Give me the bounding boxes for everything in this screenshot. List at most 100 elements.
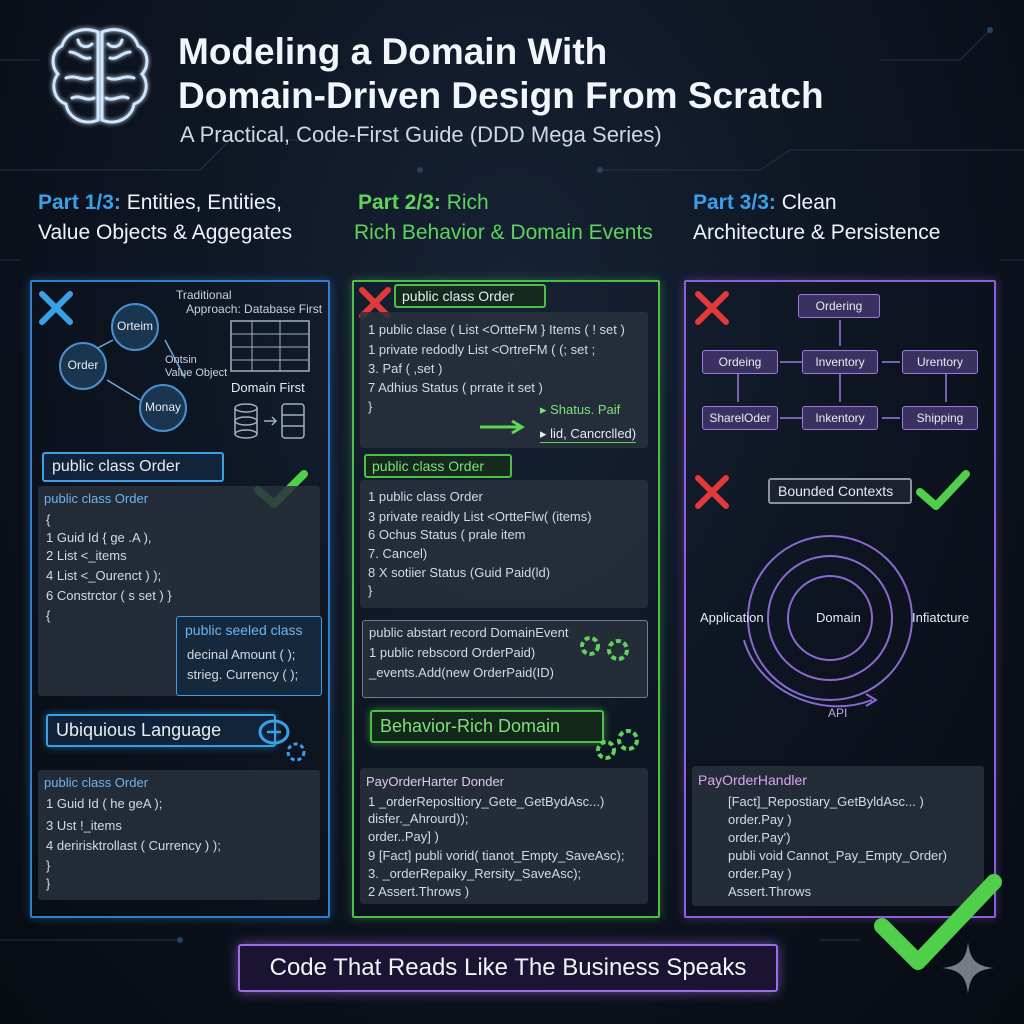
brain-icon (51, 28, 149, 124)
code-line: 7. Cancel) (368, 546, 428, 561)
context-node: SharelOder (702, 406, 778, 430)
part3-title-line2: Architecture & Persistence (693, 221, 941, 244)
code-line: 3 private reaidly List <OrtteFlw( (items… (368, 509, 592, 524)
code-line: { (46, 608, 51, 623)
cross-icon (39, 291, 73, 325)
code-line: order.Pay ) (728, 812, 792, 827)
context-node: Urentory (902, 350, 978, 374)
code-line: 1 private redodly List <OrtreFM ( (; set… (368, 342, 596, 357)
part3-code-block: PayOrderHandler [Fact]_Repostiary_GetByl… (692, 766, 984, 906)
code-line: { (46, 512, 51, 527)
code-header: public class Order (44, 491, 149, 506)
part1-code-block-2: public class Order 1 Guid Id ( he geA );… (38, 770, 320, 900)
context-node: Inkentory (802, 406, 878, 430)
code-header: public seeled class (185, 622, 303, 638)
page-title-line1: Modeling a Domain With (178, 31, 608, 72)
gears-icon (580, 636, 629, 661)
cross-icon (359, 287, 391, 319)
bounded-context-arrows (737, 320, 947, 419)
code-line: order.Pay') (728, 830, 791, 845)
part2-title-line1: Rich (446, 191, 489, 214)
bounded-contexts-label: Bounded Contexts (768, 478, 912, 504)
code-line: 2 Assert.Throws ) (368, 884, 470, 899)
context-node: Ordeing (702, 350, 778, 374)
part3-number: Part 3/3: (693, 191, 776, 214)
part2-code-block-4: PayOrderHarter Donder 1 _orderReposltior… (360, 768, 648, 904)
code-line: 8 X sotiier Status (Guid Paid(ld) (368, 565, 551, 580)
code-line: 3. Paf ( ,set ) (368, 361, 443, 376)
part1-title-line2: Value Objects & Aggegates (38, 221, 293, 244)
domain-event-cancelled: ▸ lid, Cancrclled) (540, 426, 637, 443)
value-object-label: Ontsin Value Object (165, 354, 227, 380)
code-line: [Fact]_Repostiary_GetByldAsc... ) (728, 794, 924, 809)
part2-number: Part 2/3: (358, 191, 441, 214)
code-line: 1 Guid Id ( he geA ); (46, 796, 163, 811)
arrow-right-icon (480, 419, 525, 435)
context-node: Ordering (798, 294, 880, 318)
layer-domain: Domain (816, 610, 861, 625)
code-line: Assert.Throws (728, 884, 812, 899)
cross-icon (695, 291, 729, 325)
behavior-rich-domain-label: Behavior-Rich Domain (370, 710, 604, 743)
code-line: disfer._Ahrourd)); (368, 811, 469, 826)
code-line: 6 Ochus Status ( prale item (368, 527, 526, 542)
code-line: decinal Amount ( ); (187, 647, 296, 662)
part2-class-label-middle: public class Order (364, 454, 512, 478)
code-line: 9 [Fact] publi vorid( tianot_Empty_SaveA… (368, 848, 625, 863)
onion-architecture-diagram (743, 535, 913, 708)
cross-icon (695, 475, 729, 509)
part1-heading: Part 1/3: Entities, Entities, Value Obje… (38, 188, 292, 248)
traditional-label: Traditional (176, 288, 232, 302)
code-line: order..Pay] ) (368, 829, 439, 844)
code-line: public abstart record DomainEvent (369, 625, 569, 640)
part3-panel (684, 280, 996, 918)
sparkle-icon (942, 942, 994, 994)
page-subtitle: A Practical, Code-First Guide (DDD Mega … (180, 122, 662, 147)
code-line: 4 deririsktrollast ( Currency ) ); (46, 838, 221, 853)
code-header: PayOrderHarter Donder (366, 774, 504, 789)
code-line: order.Pay ) (728, 866, 792, 881)
domain-first-label: Domain First (231, 380, 305, 395)
part2-class-label-top: public class Order (394, 284, 546, 308)
code-line: publi void Cannot_Pay_Empty_Order) (728, 848, 947, 863)
context-node: Shipping (902, 406, 978, 430)
code-line: 4 List <_Ourenct ) ); (46, 568, 162, 583)
code-line: 7 Adhius Status ( prrate it set ) (368, 380, 543, 395)
value-object-text: Value Object (165, 367, 228, 379)
code-header: public class Order (44, 775, 149, 790)
gears-icon (596, 729, 639, 760)
code-line: } (368, 583, 373, 598)
large-check-icon (874, 874, 1002, 970)
check-icon (916, 470, 970, 510)
part3-heading: Part 3/3: Clean Architecture & Persisten… (693, 188, 940, 248)
entity-node-order: Order (67, 358, 99, 372)
code-line: 1 public rebscord OrderPaid) (369, 645, 536, 660)
code-line: 1 public clasе ( List <OrtteFM } Items (… (368, 322, 625, 337)
entity-node-orteim: Orteim (117, 319, 153, 333)
code-line: 3 Ust !_items (46, 818, 122, 833)
layer-infrastructure: Infiatcture (912, 610, 970, 625)
entity-node-monay: Monay (144, 400, 182, 414)
code-line: 1 public class Order (368, 489, 483, 504)
part1-number: Part 1/3: (38, 191, 121, 214)
code-line: 3. _orderRepaiky_Rersity_SaveAsc); (368, 866, 582, 881)
table-icon (230, 320, 310, 372)
value-object-name: Ontsin (165, 354, 197, 366)
chat-bubble-icon (258, 719, 306, 762)
database-first-label: Approach: Database First (186, 302, 323, 316)
sealed-class-block: public seeled class decinal Amount ( ); … (176, 616, 322, 696)
context-node: Inventory (802, 350, 878, 374)
database-icon (234, 403, 305, 439)
code-line: strieg. Currency ( ); (187, 667, 299, 682)
entity-relationship-diagram (59, 303, 187, 432)
code-line: } (46, 858, 51, 873)
page-title-line2: Domain-Driven Design From Scratch (178, 75, 824, 116)
part2-heading: Part 2/3: Rich Rich Behavior & Domain Ev… (354, 188, 657, 248)
code-line: 1 Guid Id { ge .A ), (46, 530, 152, 545)
part1-class-label: public class Order (42, 452, 224, 482)
part3-title-line1: Clean (781, 191, 837, 214)
part2-code-block-1: 1 public clasе ( List <OrtteFM } Items (… (360, 312, 648, 448)
footer-tagline: Code That Reads Like The Business Speaks (238, 944, 778, 992)
part1-title-line1: Entities, Entities, (126, 191, 282, 214)
ubiquitous-language-label: Ubiquious Language (46, 714, 276, 747)
